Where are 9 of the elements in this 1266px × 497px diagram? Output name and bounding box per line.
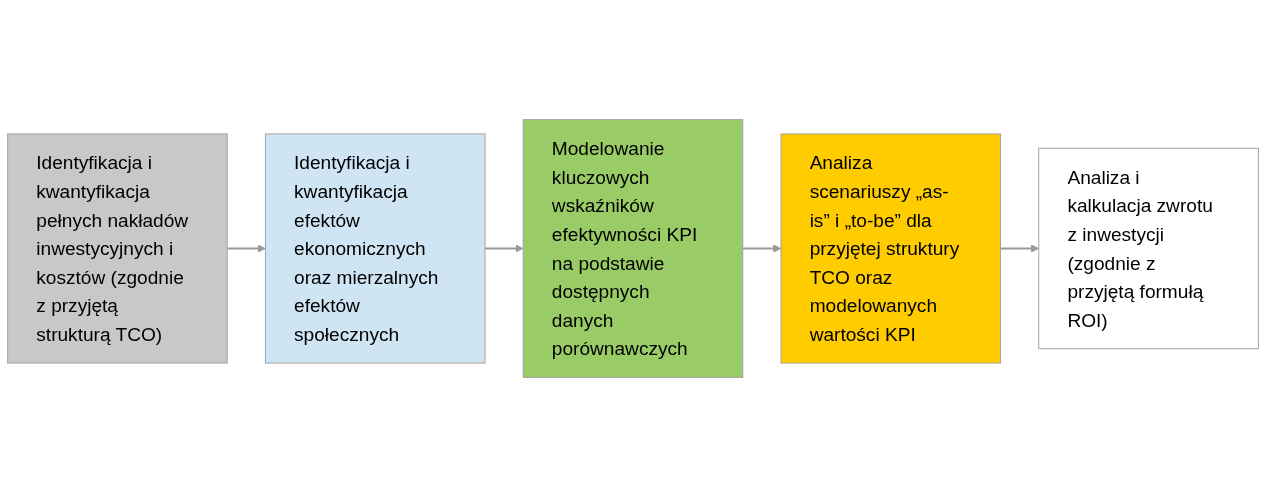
node-box: Modelowanie kluczowych wskaźników efektywności KPI na podstawie dostępnych danych porównawczych: [522, 119, 744, 378]
arrow: [484, 244, 524, 253]
node-box: Analiza scenariuszy „as-is” i „to-be” dla przyjętej struktury TCO oraz modelowanych wartości KPI: [780, 133, 1002, 364]
node-box: Analiza i kalkulacja zwrotu z inwestycji (zgodnie z przyjętą formułą ROI): [1038, 147, 1259, 350]
node-box: Identyfikacja i kwantyfikacja efektów ekonomicznych oraz mierzalnych efektów społecznych: [264, 133, 486, 364]
arrow: [999, 244, 1040, 253]
arrow: [226, 244, 266, 253]
node-box: Identyfikacja i kwantyfikacja pełnych nakładów inwestycyjnych i kosztów (zgodnie z przyjętą strukturą TCO): [7, 133, 228, 364]
arrow: [741, 244, 782, 253]
